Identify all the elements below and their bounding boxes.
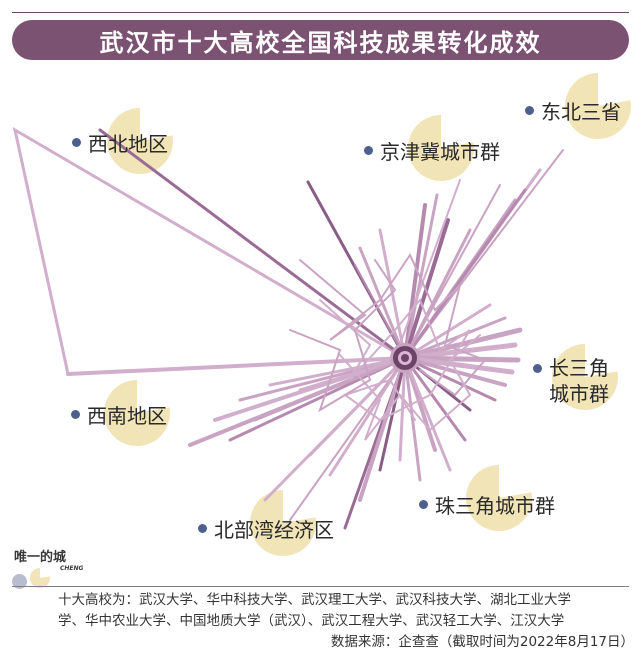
region-beibu-gulf: 北部湾经济区 [198, 514, 334, 543]
footnote-line1: 十大高校为：武汉大学、华中科技大学、武汉理工大学、武汉科技大学、湖北工业大学 [58, 592, 571, 608]
region-dot-icon [419, 500, 428, 509]
brand-circle-icon [12, 574, 27, 589]
footnote-line2: 学、华中农业大学、中国地质大学（武汉）、武汉工程大学、武汉轻工大学、江汉大学 [58, 613, 565, 629]
region-yangtze-delta: 长三角 城市群 [533, 355, 609, 407]
region-bubble-icon [104, 380, 170, 446]
region-dot-icon [71, 410, 80, 419]
page-title: 武汉市十大高校全国科技成果转化成效 [12, 20, 629, 60]
brand-subtitle: CHENG [60, 565, 84, 572]
region-bubble-icon [565, 73, 631, 139]
data-source: 数据来源：企查查（截取时间为2022年8月17日） [330, 634, 634, 650]
top-rule [12, 12, 629, 13]
footer-rule [12, 586, 629, 587]
region-pearl-delta: 珠三角城市群 [419, 490, 555, 519]
region-dot-icon [364, 146, 373, 155]
region-label: 珠三角城市群 [435, 494, 555, 518]
region-bubble-icon [466, 465, 532, 531]
hub-icon [390, 343, 420, 373]
region-southwest: 西南地区 [71, 400, 167, 429]
region-bubble-icon [408, 115, 474, 181]
region-dot-icon [525, 106, 534, 115]
region-dot-icon [198, 524, 207, 533]
brand-bubble-icon [30, 568, 50, 588]
region-bubble-icon [552, 344, 618, 410]
region-northeast: 东北三省 [525, 96, 621, 125]
region-label: 西南地区 [87, 404, 167, 428]
region-bubble-icon [250, 490, 316, 556]
footnote: 十大高校为：武汉大学、华中科技大学、武汉理工大学、武汉科技大学、湖北工业大学 学… [58, 590, 634, 653]
region-label-line2: 城市群 [549, 382, 609, 406]
region-label: 西北地区 [88, 132, 168, 156]
region-dot-icon [72, 138, 81, 147]
region-label: 北部湾经济区 [214, 518, 334, 542]
region-label-line1: 长三角 [549, 356, 609, 380]
region-label: 东北三省 [541, 100, 621, 124]
network-edges [12, 126, 564, 530]
region-dot-icon [533, 364, 542, 373]
region-northwest: 西北地区 [72, 128, 168, 157]
region-label: 京津冀城市群 [380, 140, 500, 164]
brand-logo: 唯一的城 [14, 550, 67, 565]
region-bubble-icon [107, 108, 173, 174]
region-jingjinji: 京津冀城市群 [364, 136, 500, 165]
